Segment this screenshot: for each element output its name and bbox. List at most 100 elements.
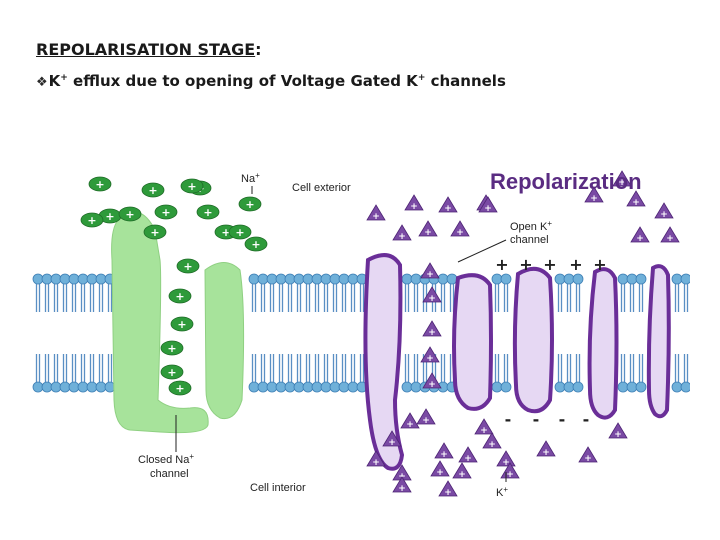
lipid-head bbox=[41, 381, 53, 393]
k-ion-sign: + bbox=[410, 202, 418, 212]
na-ion-sign: + bbox=[148, 184, 157, 197]
lipid-head bbox=[95, 381, 107, 393]
negative-charge: - bbox=[559, 410, 566, 429]
k-ion-sign: + bbox=[666, 234, 674, 244]
k-ion-icon bbox=[478, 196, 498, 213]
lipid-head bbox=[437, 273, 449, 285]
na-ion-sign: + bbox=[177, 318, 186, 331]
lipid-head bbox=[680, 381, 690, 393]
k-ion-sign: + bbox=[484, 204, 492, 214]
closed-na-channel bbox=[111, 211, 209, 434]
na-ion-icon bbox=[154, 204, 178, 220]
positive-charge: + bbox=[519, 255, 532, 274]
bullet-plus-2: + bbox=[417, 73, 426, 83]
na-ion-sign: + bbox=[245, 198, 254, 211]
lipid-head bbox=[302, 381, 314, 393]
lipid-head bbox=[680, 273, 690, 285]
k-ion-sign: + bbox=[444, 204, 452, 214]
lipid-head bbox=[95, 273, 107, 285]
membrane-charges: +++++---- bbox=[495, 255, 606, 429]
heading-text: REPOLARISATION STAGE bbox=[36, 40, 256, 59]
k-ion-sign: + bbox=[372, 458, 380, 468]
repolarization-diagram: ++++++++++++++++++++ +++++++++++++++++++… bbox=[32, 169, 690, 499]
lipid-head bbox=[311, 273, 323, 285]
lipid-head bbox=[311, 381, 323, 393]
na-ion-icon bbox=[88, 176, 112, 192]
diagram-title: Repolarization bbox=[490, 169, 642, 194]
lipid-head bbox=[293, 381, 305, 393]
k-ion-sign: + bbox=[590, 194, 598, 204]
k-ion-icon bbox=[422, 372, 442, 389]
lipid-head bbox=[59, 381, 71, 393]
na-label: Na+ bbox=[241, 171, 260, 185]
lipid-head bbox=[500, 381, 512, 393]
lipid-head bbox=[77, 381, 89, 393]
lipid-head bbox=[491, 273, 503, 285]
lipid-head bbox=[338, 381, 350, 393]
lipid-head bbox=[572, 273, 584, 285]
lipid-head bbox=[284, 273, 296, 285]
k-ion-sign: + bbox=[506, 470, 514, 480]
k-ion-icon bbox=[458, 446, 478, 463]
k-ion-icon bbox=[536, 440, 556, 457]
k-ion-icon bbox=[578, 446, 598, 463]
na-ion-icon bbox=[118, 206, 142, 222]
na-ion-sign: + bbox=[183, 260, 192, 273]
k-ion-icon bbox=[612, 170, 632, 187]
lipid-head bbox=[500, 273, 512, 285]
lipid-head bbox=[302, 273, 314, 285]
lipid-head bbox=[50, 381, 62, 393]
closed-na-label: Closed Na+ bbox=[138, 452, 194, 466]
k-ion-sign: + bbox=[422, 416, 430, 426]
na-ion-icon bbox=[143, 224, 167, 240]
lipid-head bbox=[554, 273, 566, 285]
lipid-head bbox=[284, 381, 296, 393]
k-ion-sign: + bbox=[426, 354, 434, 364]
k-ion-icon bbox=[474, 418, 494, 435]
k-ion-sign: + bbox=[406, 420, 414, 430]
lipid-head bbox=[257, 273, 269, 285]
k-ion-sign: + bbox=[636, 234, 644, 244]
positive-charge: + bbox=[543, 255, 556, 274]
lipid-head bbox=[626, 381, 638, 393]
lipid-head bbox=[554, 381, 566, 393]
open-k-pointer bbox=[457, 239, 507, 263]
lipid-head bbox=[572, 381, 584, 393]
k-ion-icon bbox=[434, 442, 454, 459]
positive-charge: + bbox=[593, 255, 606, 274]
lipid-head bbox=[635, 273, 647, 285]
negative-charge: - bbox=[505, 410, 512, 429]
k-ion-icon bbox=[400, 412, 420, 429]
k-ion-sign: + bbox=[398, 232, 406, 242]
positive-charge: + bbox=[495, 255, 508, 274]
na-ion-icon bbox=[168, 288, 192, 304]
cell-exterior-label: Cell exterior bbox=[292, 182, 351, 194]
na-ion-icon bbox=[196, 204, 220, 220]
lipid-head bbox=[275, 381, 287, 393]
lipid-head bbox=[329, 273, 341, 285]
na-ion-icon bbox=[80, 212, 104, 228]
bullet-middle: efflux due to opening of Voltage Gated K bbox=[67, 72, 418, 90]
na-ion-sign: + bbox=[187, 180, 196, 193]
k-ion-sign: + bbox=[426, 270, 434, 280]
lipid-head bbox=[563, 381, 575, 393]
open-k-channel-5 bbox=[646, 264, 671, 419]
k-ion-icon bbox=[418, 220, 438, 237]
negative-charge: - bbox=[533, 410, 540, 429]
lipid-head bbox=[320, 273, 332, 285]
k-ion-icon bbox=[420, 262, 440, 279]
na-ion-icon bbox=[176, 258, 200, 274]
k-ion-icon bbox=[420, 346, 440, 363]
open-k-channel-4 bbox=[587, 267, 619, 420]
heading-colon: : bbox=[255, 40, 262, 59]
lipid-head bbox=[491, 381, 503, 393]
open-k-channel-3 bbox=[512, 266, 554, 414]
open-k-channel-1 bbox=[363, 253, 405, 471]
lipid-head bbox=[59, 273, 71, 285]
lipid-head bbox=[347, 273, 359, 285]
lipid-head bbox=[293, 273, 305, 285]
na-ion-sign: + bbox=[221, 226, 230, 239]
na-ion-icon bbox=[180, 178, 204, 194]
k-label: K+ bbox=[496, 485, 508, 499]
na-ion-sign: + bbox=[175, 382, 184, 395]
